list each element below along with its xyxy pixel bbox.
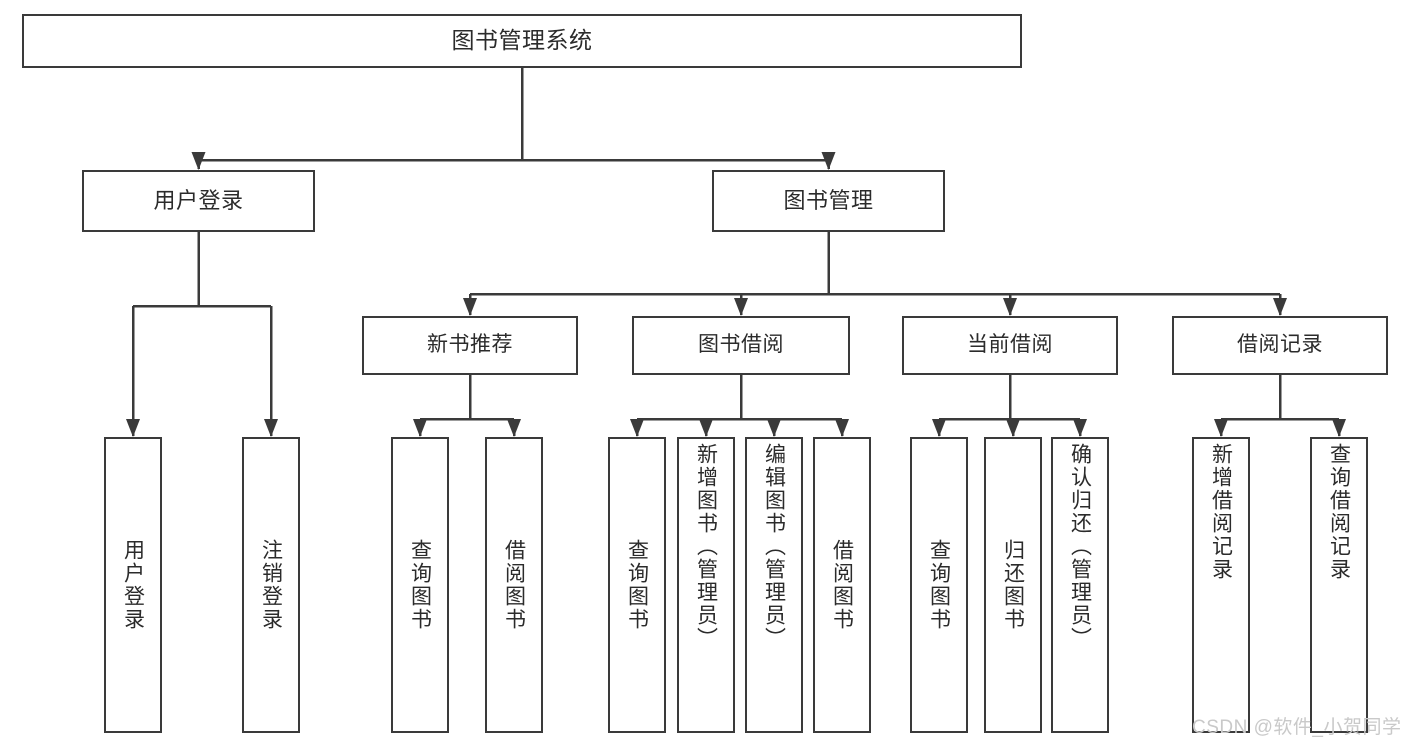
arrowhead-icon <box>1214 419 1228 437</box>
node-login[interactable]: 用户登录 <box>82 170 315 232</box>
arrowhead-icon <box>699 419 713 437</box>
node-label: 新书推荐 <box>427 333 513 357</box>
node-label: 归还图书 <box>1001 539 1025 631</box>
node-label: 注销登录 <box>259 539 283 631</box>
arrowhead-icon <box>1006 419 1020 437</box>
arrowhead-icon <box>767 419 781 437</box>
node-current[interactable]: 当前借阅 <box>902 316 1118 375</box>
node-label: 查询借阅记录 <box>1327 443 1351 581</box>
node-leaf-login-1[interactable]: 用户登录 <box>104 437 162 733</box>
node-records[interactable]: 借阅记录 <box>1172 316 1388 375</box>
node-label: 图书管理系统 <box>451 27 593 54</box>
node-label: 当前借阅 <box>967 333 1053 357</box>
node-leaf-new-1[interactable]: 查询图书 <box>391 437 449 733</box>
node-leaf-new-2[interactable]: 借阅图书 <box>485 437 543 733</box>
csdn-watermark: CSDN @软件_小贺同学 <box>1192 717 1402 738</box>
node-leaf-cur-3[interactable]: 确认归还（管理员） <box>1051 437 1109 733</box>
arrowhead-icon <box>1003 298 1017 316</box>
arrowhead-icon <box>264 419 278 437</box>
node-leaf-rec-1[interactable]: 新增借阅记录 <box>1192 437 1250 733</box>
node-leaf-login-2[interactable]: 注销登录 <box>242 437 300 733</box>
node-label: 借阅记录 <box>1237 333 1323 357</box>
node-bookmgmt[interactable]: 图书管理 <box>712 170 945 232</box>
node-root[interactable]: 图书管理系统 <box>22 14 1022 68</box>
node-label: 借阅图书 <box>502 539 526 631</box>
arrowhead-icon <box>1073 419 1087 437</box>
node-leaf-bor-1[interactable]: 查询图书 <box>608 437 666 733</box>
node-label: 查询图书 <box>408 539 432 631</box>
node-label: 借阅图书 <box>830 539 854 631</box>
arrowhead-icon <box>835 419 849 437</box>
node-label: 查询图书 <box>625 539 649 631</box>
node-leaf-cur-1[interactable]: 查询图书 <box>910 437 968 733</box>
arrowhead-icon <box>191 152 206 170</box>
arrowhead-icon <box>507 419 521 437</box>
node-leaf-bor-2[interactable]: 新增图书（管理员） <box>677 437 735 733</box>
arrowhead-icon <box>413 419 427 437</box>
arrowhead-icon <box>1332 419 1346 437</box>
arrowhead-icon <box>821 152 836 170</box>
node-label: 图书管理 <box>783 188 874 214</box>
edge-group <box>126 68 1346 437</box>
node-leaf-cur-2[interactable]: 归还图书 <box>984 437 1042 733</box>
arrowhead-icon <box>126 419 140 437</box>
node-label: 编辑图书（管理员） <box>762 443 786 650</box>
node-leaf-rec-2[interactable]: 查询借阅记录 <box>1310 437 1368 733</box>
node-leaf-bor-3[interactable]: 编辑图书（管理员） <box>745 437 803 733</box>
node-label: 新增图书（管理员） <box>694 443 718 650</box>
node-label: 新增借阅记录 <box>1209 443 1233 581</box>
node-label: 确认归还（管理员） <box>1068 443 1092 650</box>
arrowhead-icon <box>932 419 946 437</box>
node-leaf-bor-4[interactable]: 借阅图书 <box>813 437 871 733</box>
arrowhead-icon <box>630 419 644 437</box>
arrowhead-icon <box>734 298 748 316</box>
arrowhead-icon <box>1273 298 1287 316</box>
node-label: 图书借阅 <box>698 333 784 357</box>
node-label: 查询图书 <box>927 539 951 631</box>
node-label: 用户登录 <box>153 188 244 214</box>
arrowhead-icon <box>463 298 477 316</box>
node-label: 用户登录 <box>121 539 145 631</box>
node-borrow[interactable]: 图书借阅 <box>632 316 850 375</box>
node-newbook[interactable]: 新书推荐 <box>362 316 578 375</box>
